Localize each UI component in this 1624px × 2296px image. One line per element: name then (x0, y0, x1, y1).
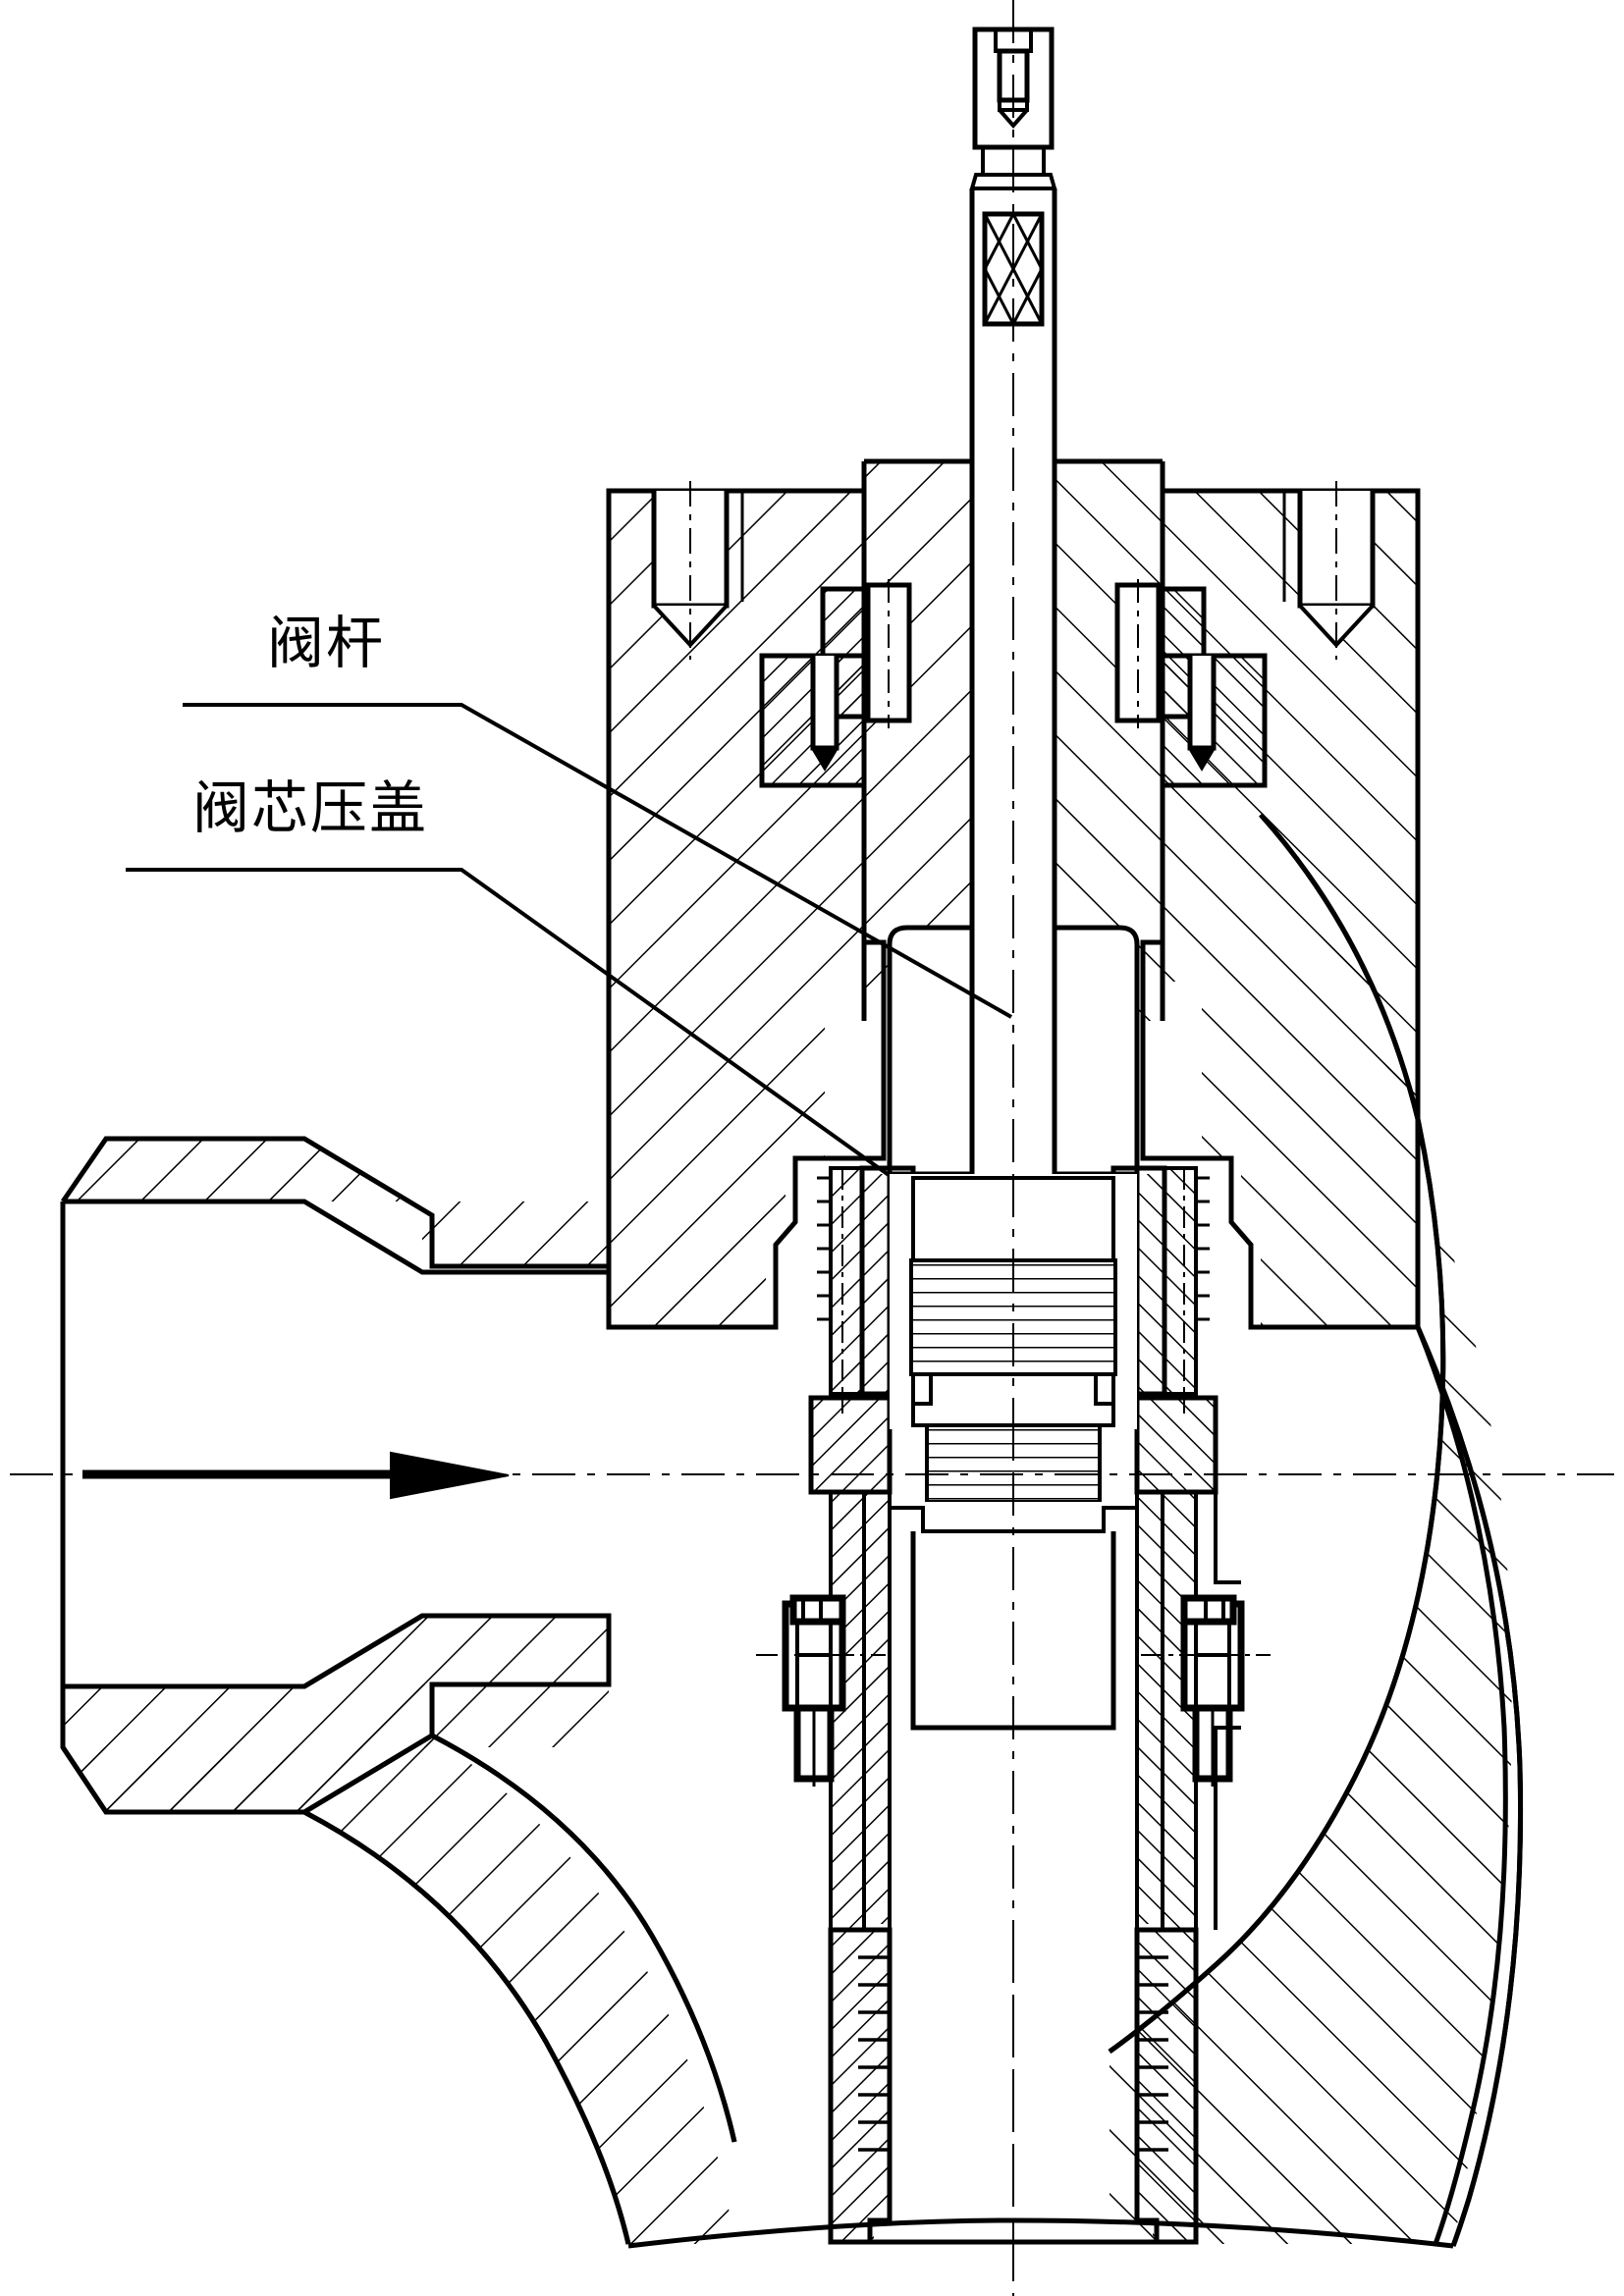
packing-sleeve (887, 925, 1140, 1177)
inlet-pipe (60, 1136, 612, 1815)
gland-stud-right (1114, 579, 1268, 788)
gland-stud-left (759, 579, 912, 788)
valve-body-left-skirt (302, 1684, 1014, 2249)
leader-valve-stem (183, 703, 1012, 1019)
cage-bolt-right (1141, 1594, 1271, 1787)
valve-body-right-shell (1012, 491, 1524, 2249)
label-valve-stem: 阀杆 (267, 610, 386, 676)
leader-plug-gland (126, 868, 891, 1177)
leader-lines (126, 703, 1012, 1177)
cage-bolt-left (756, 1594, 886, 1787)
label-plug-gland: 阀芯压盖 (192, 774, 429, 841)
flow-direction-arrow (82, 1451, 510, 1500)
